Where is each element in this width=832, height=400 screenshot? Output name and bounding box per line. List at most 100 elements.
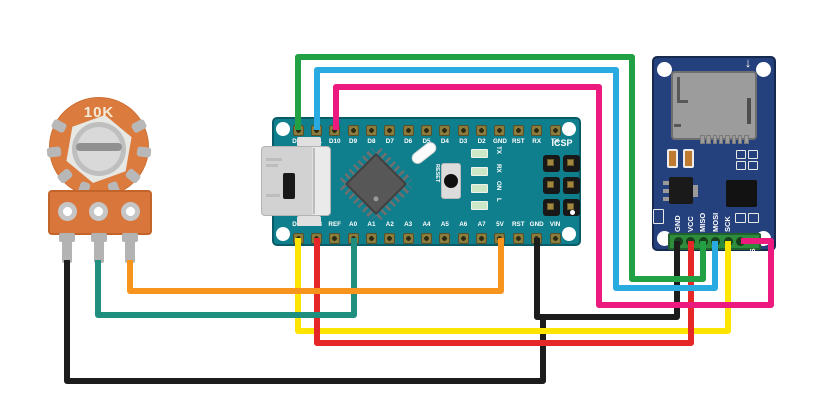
pin-label: REF <box>328 220 342 228</box>
usb-detail <box>266 164 278 167</box>
nano-pin-d5-top[interactable] <box>421 124 433 136</box>
wire-nano-D10-to-sd-CS[interactable] <box>333 84 774 308</box>
icsp-pin[interactable] <box>543 199 560 216</box>
icsp-pin[interactable] <box>543 177 560 194</box>
nano-pin-a6-bottom[interactable] <box>457 232 469 244</box>
icsp-pin-pad <box>567 181 574 188</box>
nano-pin-gnd-top[interactable] <box>494 124 506 136</box>
slot-contact <box>718 135 724 144</box>
usb-port-opening <box>283 173 295 199</box>
icsp-pin-pad <box>547 159 554 166</box>
status-led <box>471 149 488 158</box>
mounting-hole <box>656 61 672 77</box>
pin-label: D3 <box>459 137 468 145</box>
pin-label: A6 <box>459 220 468 228</box>
mounting-hole <box>276 122 290 136</box>
nano-pin-d9-top[interactable] <box>347 124 359 136</box>
led-label: ON <box>495 181 502 191</box>
pin-label: A7 <box>477 220 486 228</box>
led-label: RX <box>495 164 502 173</box>
slot-detail <box>747 98 751 124</box>
nano-pin-a3-bottom[interactable] <box>402 232 414 244</box>
wire-nano-D11-to-sd-MOSI[interactable] <box>314 67 718 291</box>
solder-pad <box>748 150 758 159</box>
voltage-regulator <box>669 177 693 204</box>
nano-pin-tx-top[interactable] <box>549 124 561 136</box>
level-shifter-ic <box>726 180 757 207</box>
nano-pin-rst-bottom[interactable] <box>512 232 524 244</box>
reset-button-cap <box>444 174 458 188</box>
slot-detail <box>674 124 681 127</box>
nano-pin-ref-bottom[interactable] <box>329 232 341 244</box>
slot-contact <box>744 135 749 144</box>
icsp-pin[interactable] <box>563 177 580 194</box>
pot-leg[interactable] <box>59 233 75 242</box>
nano-pin-a2-bottom[interactable] <box>384 232 396 244</box>
nano-pin-rst-top[interactable] <box>512 124 524 136</box>
slot-contact <box>700 135 705 144</box>
icsp-pin-pad <box>547 181 554 188</box>
nano-pin-d8-top[interactable] <box>365 124 377 136</box>
sd-header-pad[interactable] <box>736 237 745 246</box>
slot-contact <box>731 135 736 144</box>
solder-pad <box>653 209 664 224</box>
pot-leg-pin[interactable] <box>93 240 104 263</box>
pot-leg-pin[interactable] <box>62 240 72 263</box>
pin-label: VIN <box>549 220 561 228</box>
status-led <box>471 167 488 176</box>
usb-detail <box>266 158 282 161</box>
nano-pin-vin-bottom[interactable] <box>549 232 561 244</box>
pin-label: D7 <box>385 137 394 145</box>
wire-pot-middle-leg-to-nano-A0[interactable] <box>95 238 357 318</box>
solder-pad <box>736 161 746 170</box>
nano-pin-d7-top[interactable] <box>384 124 396 136</box>
reset-label: RESET <box>434 164 440 183</box>
nano-pin-d4-top[interactable] <box>439 124 451 136</box>
icsp-pin-pad <box>567 203 574 210</box>
nano-pin-a5-bottom[interactable] <box>439 232 451 244</box>
regulator-leg <box>663 181 670 185</box>
pot-leg[interactable] <box>122 233 138 242</box>
nano-pin-a1-bottom[interactable] <box>365 232 377 244</box>
pot-leg-pin[interactable] <box>125 240 135 263</box>
slot-contact <box>712 135 718 144</box>
nano-pin-rx-top[interactable] <box>531 124 543 136</box>
nano-pin-d3-top[interactable] <box>457 124 469 136</box>
pin-label: A3 <box>404 220 413 228</box>
mounting-hole <box>562 227 576 241</box>
usb-shield-tab <box>297 137 321 147</box>
pin-label: D10 <box>328 137 341 145</box>
silkscreen-dot <box>570 210 575 215</box>
slot-detail <box>677 77 680 103</box>
nano-pin-a4-bottom[interactable] <box>421 232 433 244</box>
wire-pot-right-leg-to-nano-5V[interactable] <box>127 238 504 294</box>
pin-label: D2 <box>477 137 486 145</box>
usb-connector-seam <box>313 148 315 214</box>
pin-label: RX <box>532 137 542 145</box>
wire-pot-left-leg-to-nano-GND[interactable] <box>64 260 546 384</box>
resistor <box>683 149 694 168</box>
icsp-pin[interactable] <box>543 155 560 172</box>
nano-pin-d6-top[interactable] <box>402 124 414 136</box>
wire-nano-D13-to-sd-SCK[interactable] <box>295 238 731 334</box>
pot-leg[interactable] <box>90 233 107 242</box>
pin-label: RST <box>512 137 525 145</box>
nano-pin-d2-top[interactable] <box>476 124 488 136</box>
pin-label: GND <box>492 137 507 145</box>
mounting-hole <box>562 122 576 136</box>
icsp-pin[interactable] <box>563 155 580 172</box>
terminal-hole <box>89 201 108 221</box>
status-led <box>471 201 488 210</box>
nano-pin-a7-bottom[interactable] <box>476 232 488 244</box>
slot-contact <box>706 135 711 144</box>
potentiometer-screw-slot <box>76 143 122 151</box>
icsp-pin[interactable] <box>563 199 580 216</box>
usb-connector <box>261 146 331 216</box>
pin-label: GND <box>529 220 544 228</box>
wire-nano-D12-to-sd-MISO[interactable] <box>295 54 706 282</box>
led-label: TX <box>495 146 502 155</box>
mounting-hole <box>656 230 672 246</box>
